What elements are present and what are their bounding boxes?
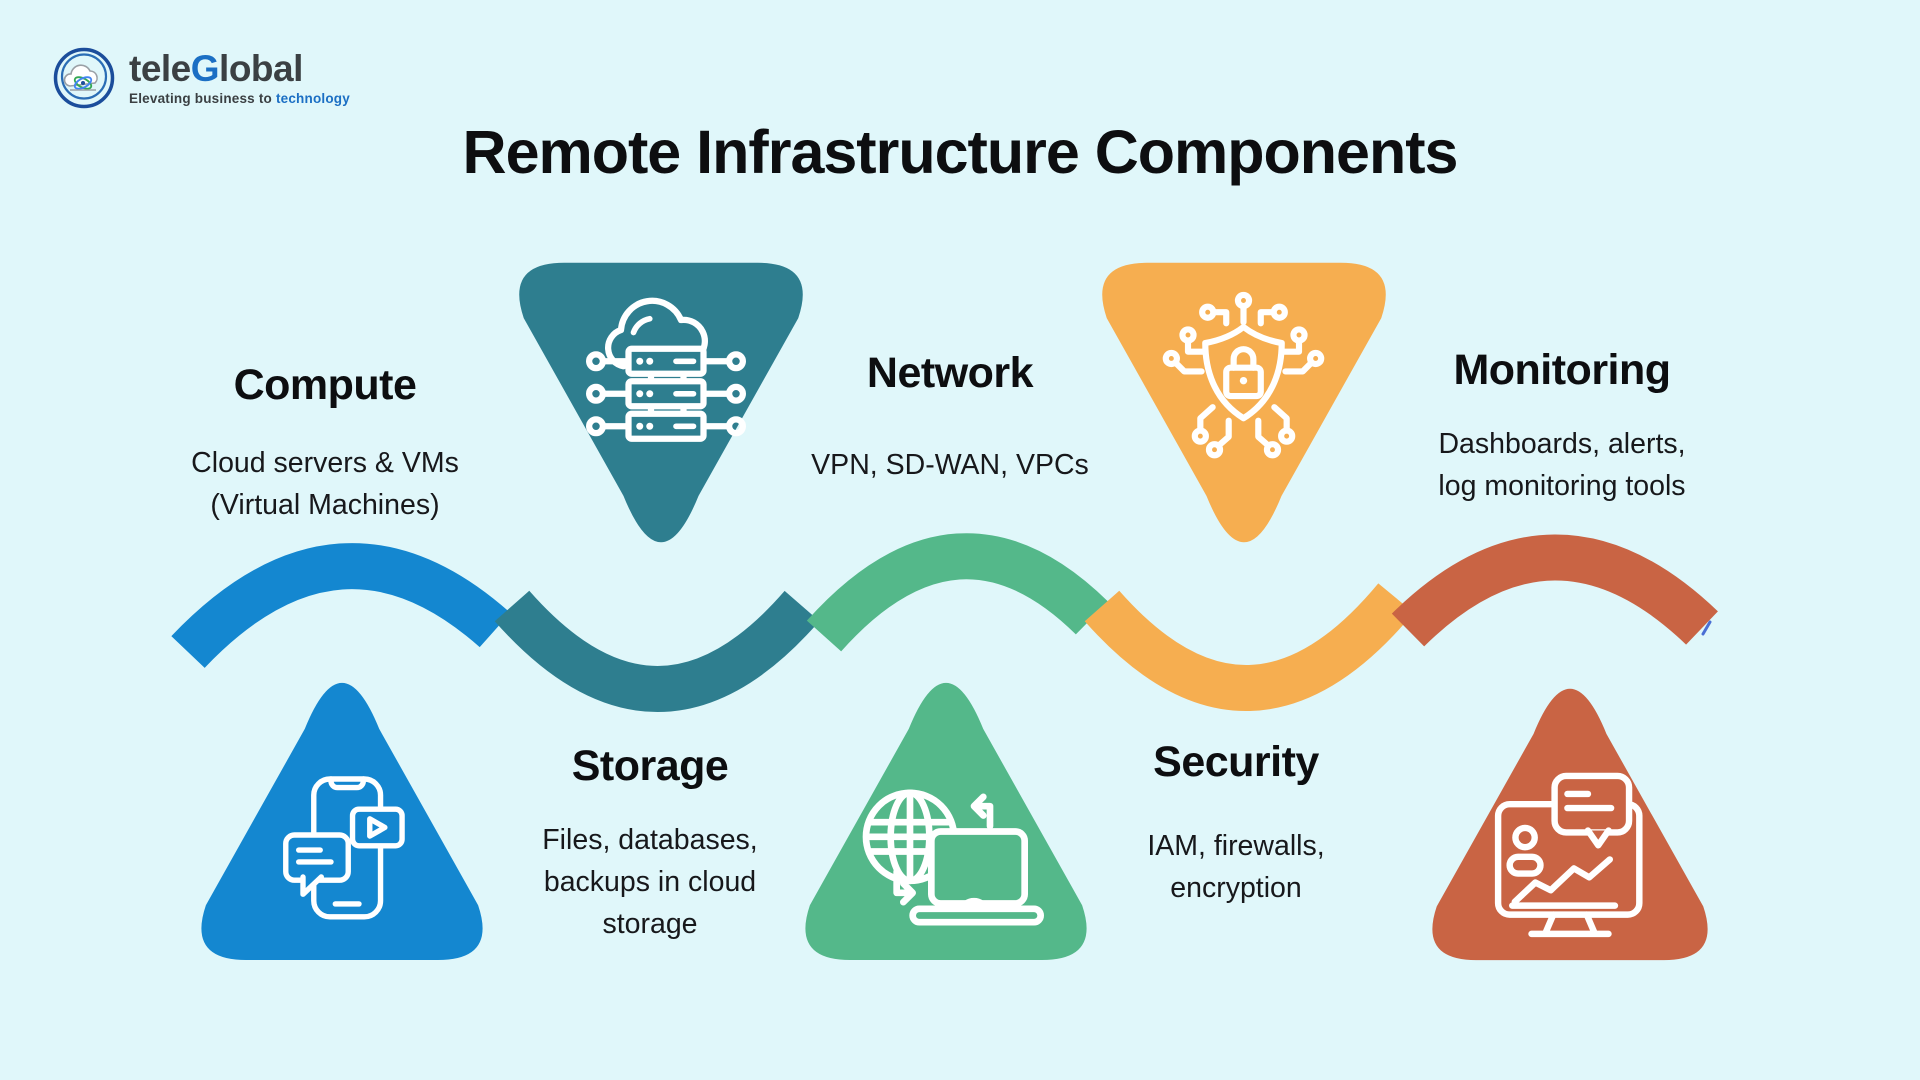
stray-mark (1701, 620, 1712, 636)
brand-name-part1: tele (129, 48, 191, 89)
desc-line: VPN, SD-WAN, VPCs (811, 449, 1089, 482)
brand-name: teleGlobal (129, 50, 350, 87)
desc-line: Dashboards, alerts, (1438, 428, 1686, 461)
brand-name-part2: lobal (219, 48, 303, 89)
storage-heading: Storage (571, 742, 729, 790)
security-desc: IAM, firewalls, encryption (1072, 825, 1400, 909)
brand-tagline-part1: Elevating business to (129, 91, 276, 106)
security-heading: Security (1153, 738, 1319, 786)
cloud-servers-icon (586, 297, 746, 442)
globe-laptop-sync-icon (862, 789, 1044, 926)
brand-tagline: Elevating business to technology (129, 91, 350, 106)
page-title: Remote Infrastructure Components (462, 118, 1459, 186)
brand-text: teleGlobal Elevating business to technol… (129, 50, 350, 106)
desc-line: IAM, firewalls, (1147, 830, 1325, 863)
monitoring-heading: Monitoring (1453, 346, 1671, 394)
triangle-shape-orange (1102, 262, 1386, 543)
shield-lock-circuit-icon (1162, 291, 1325, 459)
monitoring-desc: Dashboards, alerts, log monitoring tools (1390, 423, 1734, 507)
phone-chat-video-icon (283, 776, 405, 920)
compute-triangle (503, 260, 819, 548)
network-heading: Network (866, 349, 1034, 397)
desc-line: Files, databases, (542, 824, 758, 857)
wave-segment-yellow (1084, 583, 1414, 711)
storage-triangle (183, 678, 501, 962)
desc-line: backups in cloud (543, 866, 757, 899)
monitoring-triangle (1416, 684, 1724, 962)
desc-line: storage (602, 908, 698, 941)
compute-heading: Compute (233, 361, 417, 409)
brand-name-accent: G (190, 48, 220, 89)
security-label: Security IAM, firewalls, encryption (1072, 738, 1400, 909)
compute-label: Compute Cloud servers & VMs (Virtual Mac… (130, 361, 520, 526)
storage-label: Storage Files, databases, backups in clo… (485, 742, 815, 945)
storage-desc: Files, databases, backups in cloud stora… (485, 819, 815, 945)
wave-segment-green (806, 533, 1109, 652)
wave-segment-rust (1391, 534, 1718, 647)
monitoring-label: Monitoring Dashboards, alerts, log monit… (1390, 346, 1734, 507)
triangle-shape-blue (201, 682, 483, 961)
wave-segment-blue (171, 543, 511, 668)
wave-segment-teal (494, 590, 820, 712)
network-desc: VPN, SD-WAN, VPCs (780, 444, 1120, 486)
desc-line: log monitoring tools (1438, 470, 1686, 503)
security-triangle (788, 678, 1104, 962)
teleglobal-logo-icon (53, 47, 115, 109)
desc-line: encryption (1170, 872, 1302, 905)
brand-logo: teleGlobal Elevating business to technol… (52, 46, 350, 110)
brand-tagline-accent: technology (275, 91, 350, 106)
compute-desc: Cloud servers & VMs (Virtual Machines) (130, 442, 520, 526)
desc-line: (Virtual Machines) (210, 489, 440, 522)
network-label: Network VPN, SD-WAN, VPCs (780, 349, 1120, 486)
desc-line: Cloud servers & VMs (191, 447, 459, 480)
monitor-dashboard-icon (1494, 772, 1643, 938)
network-security-triangle (1086, 260, 1402, 548)
